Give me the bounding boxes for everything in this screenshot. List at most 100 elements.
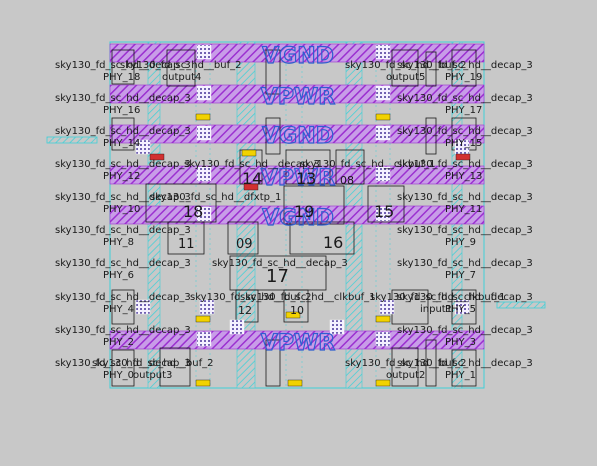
right-cell-6: sky130_fd_sc_hd__decap_3: [397, 258, 533, 269]
inst-num-16: 16: [323, 233, 343, 252]
via-pad-12: [229, 319, 245, 335]
via-pad-1: [375, 44, 391, 60]
left-inst-5: PHY_8: [103, 237, 134, 248]
instance-numbers: 14 13 08 18 19 15 11 09 16 17 12 10: [178, 169, 394, 317]
cell-outline-21: [283, 289, 309, 323]
pin-marker-2: [241, 149, 257, 157]
via-pad-10: [196, 331, 212, 347]
cell-outline-1: [166, 49, 196, 87]
cell-outline-14: [283, 185, 345, 225]
via-pad-0: [196, 44, 212, 60]
cell-outline-11: [285, 149, 331, 185]
right-inst-3: PHY_13: [445, 171, 482, 182]
inner-label-13: sky130_fd_sc_hd__buf_2: [190, 292, 311, 303]
inner-label-9: sky130_fd_sc_hd__buf_2: [345, 358, 466, 369]
via-pad-2: [196, 85, 212, 101]
inst-num-14: 14: [242, 169, 262, 188]
inner-cell-labels: sky130_fd_sc_hd__buf_2 output4 sky130_fd…: [92, 60, 506, 381]
via-pad-11: [375, 331, 391, 347]
inner-label-2: sky130_fd_sc_hd__buf_2: [345, 60, 466, 71]
cell-outline-19: [229, 255, 327, 291]
left-cell-6: sky130_fd_sc_hd__decap_3: [55, 258, 191, 269]
via-pad-9: [375, 206, 391, 222]
cell-outline-17: [227, 221, 259, 255]
inner-label-0: sky130_fd_sc_hd__buf_2: [120, 60, 241, 71]
rail-label-vgnd-3: VGND: [262, 206, 334, 231]
cell-outline-29: [451, 349, 477, 387]
pin-marker-1: [375, 113, 391, 121]
cell-outline-16: [167, 221, 205, 255]
left-cell-4: sky130_fd_sc_hd__decap_3: [55, 192, 191, 203]
cell-outline-24: [451, 289, 477, 325]
right-cell-8: sky130_fd_sc_hd__decap_3: [397, 325, 533, 336]
cell-outline-4: [451, 49, 477, 87]
right-inst-5: PHY_9: [445, 237, 476, 248]
inner-label-10: output2: [386, 370, 425, 381]
rail-label-vgnd-1: VGND: [262, 44, 334, 69]
inner-label-5: sky130_fd_sc_hd__dfxtp_1: [150, 192, 281, 203]
inner-label-14: sky130_fd_sc_hd__clkbuf_1: [240, 292, 376, 303]
cell-outline-18: [289, 221, 355, 255]
right-cell-4: sky130_fd_sc_hd__decap_3: [397, 192, 533, 203]
pin-marker-8: [195, 315, 211, 323]
right-inst-4: PHY_11: [445, 204, 482, 215]
right-cell-labels: sky130_fd_sc_hd__decap_3 PHY_19 sky130_f…: [397, 60, 533, 381]
cell-outline-26: [159, 347, 191, 387]
cell-outline-20: [235, 289, 259, 323]
rail-label-vpwr-3: VPWR: [261, 331, 335, 356]
pin-marker-0: [195, 113, 211, 121]
cell-outlines: [111, 44, 477, 387]
left-inst-3: PHY_12: [103, 171, 140, 182]
via-pad-18: [199, 299, 215, 315]
left-inst-7: PHY_4: [103, 304, 134, 315]
inner-label-4: sky130_fd_sc_hd__decap_3: [184, 159, 320, 170]
inner-label-15: sky130_fd_sc_hd__decap_3: [212, 258, 348, 269]
right-cell-9: sky130_fd_sc_hd__decap_3: [397, 358, 533, 369]
left-inst-0: PHY_18: [103, 72, 140, 83]
pin-marker-11: [243, 183, 259, 191]
left-inst-1: PHY_16: [103, 105, 140, 116]
via-pad-16: [135, 299, 151, 315]
right-inst-8: PHY_3: [445, 337, 476, 348]
inner-label-6: sky130_fd_sc_hd__clkbuf_1: [300, 159, 436, 170]
left-inst-4: PHY_10: [103, 204, 140, 215]
via-pad-7: [375, 166, 391, 182]
via-pad-5: [375, 125, 391, 141]
inst-num-13: 13: [296, 169, 316, 188]
cell-outline-15: [367, 185, 405, 223]
left-inst-8: PHY_2: [103, 337, 134, 348]
rail-label-vpwr-1: VPWR: [261, 85, 335, 110]
cell-outline-9: [425, 117, 437, 155]
left-cell-3: sky130_fd_sc_hd__decap_3: [55, 159, 191, 170]
left-cell-5: sky130_fd_sc_hd__decap_3: [55, 225, 191, 236]
inst-num-10: 10: [290, 304, 304, 317]
via-pad-19: [379, 299, 395, 315]
inst-num-18: 18: [183, 202, 203, 221]
right-cell-2: sky130_fd_sc_hd__decap_3: [397, 126, 533, 137]
right-inst-7: PHY_5: [445, 304, 476, 315]
cell-outline-22: [111, 289, 135, 325]
cell-outline-30: [425, 339, 437, 387]
left-cell-7: sky130_fd_sc_hd__decap_3: [55, 292, 191, 303]
right-inst-2: PHY_15: [445, 138, 482, 149]
right-inst-9: PHY_1: [445, 370, 476, 381]
inner-label-8: output3: [133, 370, 172, 381]
right-cell-1: sky130_fd_sc_hd__decap_3: [397, 93, 533, 104]
left-cell-8: sky130_fd_sc_hd__decap_3: [55, 325, 191, 336]
cell-outline-25: [111, 349, 135, 387]
rail-labels: VGND VPWR VGND VPWR VGND VPWR: [260, 43, 336, 356]
right-pin-stub: [496, 301, 546, 309]
left-cell-labels: sky130_fd_sc_hd__decap_3 PHY_18 sky130_f…: [55, 60, 191, 381]
pin-marker-3: [287, 379, 303, 387]
inst-num-09: 09: [236, 237, 253, 252]
cell-outline-28: [391, 347, 419, 387]
pin-marker-5: [375, 379, 391, 387]
inner-label-12: input1: [420, 304, 452, 315]
right-cell-3: sky130_fd_sc_hd__decap_3: [397, 159, 533, 170]
cell-outline-5: [425, 51, 437, 87]
cell-outline-0: [111, 49, 135, 85]
left-inst-2: PHY_14: [103, 138, 140, 149]
via-pad-17: [454, 299, 470, 315]
rail-label-vpwr-2: VPWR: [261, 166, 335, 191]
